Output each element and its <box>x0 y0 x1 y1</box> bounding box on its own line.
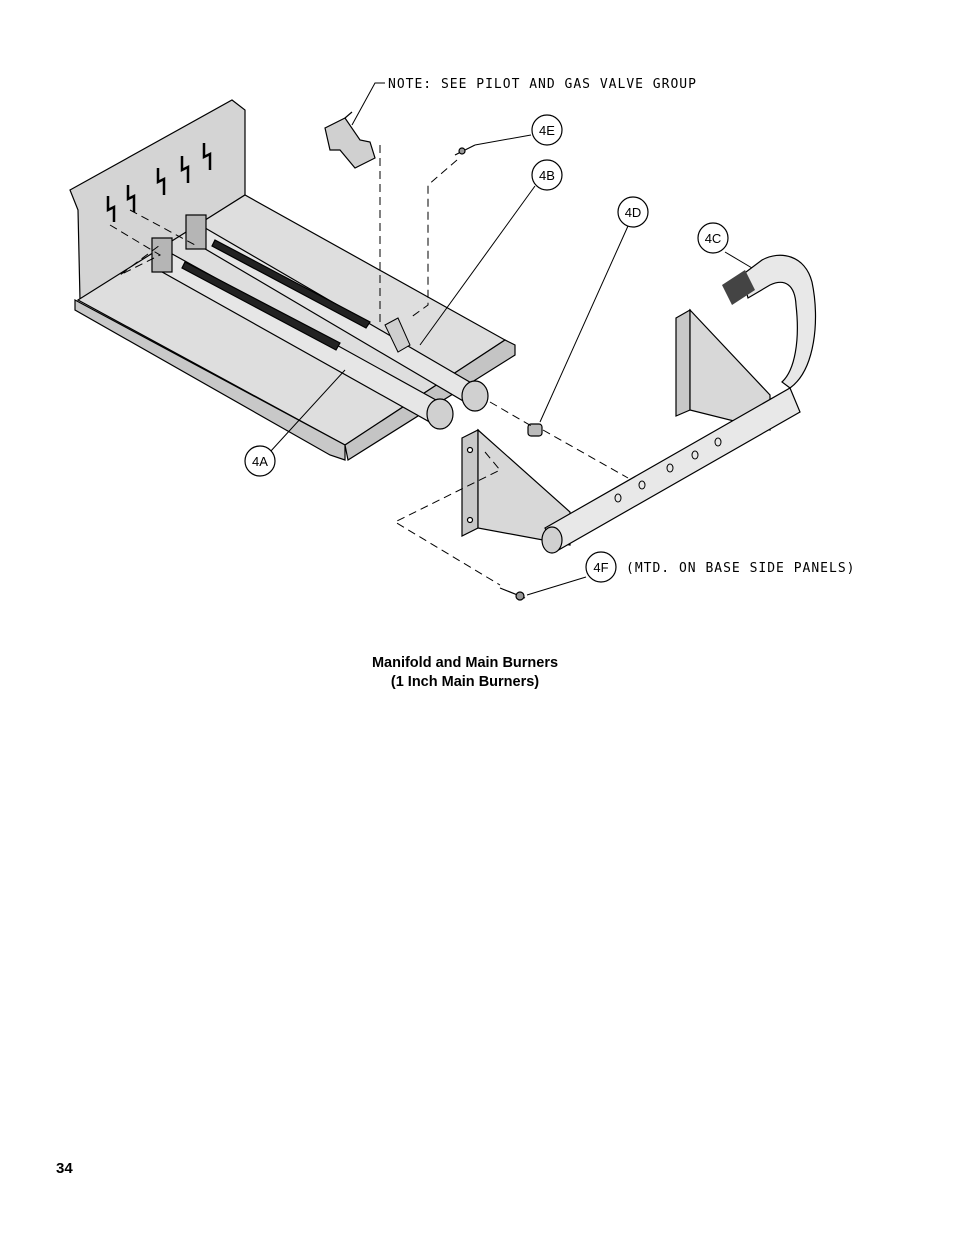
assembly-lines <box>109 145 629 586</box>
pilot-bracket <box>324 111 376 169</box>
gas-manifold-4c <box>541 254 817 554</box>
screw-4e <box>454 144 476 156</box>
callout-4e: 4E <box>531 114 563 146</box>
callout-4d: 4D <box>617 196 649 228</box>
callout-4a: 4A <box>244 445 276 477</box>
mount-note: (MTD. ON BASE SIDE PANELS) <box>626 561 856 576</box>
pilot-mount-bracket <box>384 317 411 353</box>
svg-text:4B: 4B <box>539 168 555 183</box>
svg-text:4D: 4D <box>625 205 642 220</box>
figure-caption-title: Manifold and Main Burners <box>371 655 559 671</box>
svg-text:4A: 4A <box>252 454 268 469</box>
figure-caption-subtitle: (1 Inch Main Burners) <box>390 674 540 690</box>
page-number: 34 <box>56 1160 73 1177</box>
main-burner-4b <box>185 214 489 412</box>
svg-text:4E: 4E <box>539 123 555 138</box>
screw-4f <box>499 587 526 601</box>
manifold-bracket-right <box>675 308 771 431</box>
orifice-4d <box>527 423 543 437</box>
pilot-group-note: NOTE: SEE PILOT AND GAS VALVE GROUP <box>388 77 697 92</box>
callout-4b: 4B <box>531 159 563 191</box>
callout-4c: 4C <box>697 222 729 254</box>
callout-4f: 4F <box>585 551 617 583</box>
svg-text:4F: 4F <box>593 560 608 575</box>
exploded-parts-diagram: 4E 4B 4D 4C 4A 4F NOTE: SEE PILOT AND GA… <box>69 77 856 601</box>
svg-text:4C: 4C <box>705 231 722 246</box>
manifold-bracket-left <box>461 428 571 546</box>
main-burner-4a <box>151 237 454 430</box>
leader-lines <box>269 82 753 596</box>
